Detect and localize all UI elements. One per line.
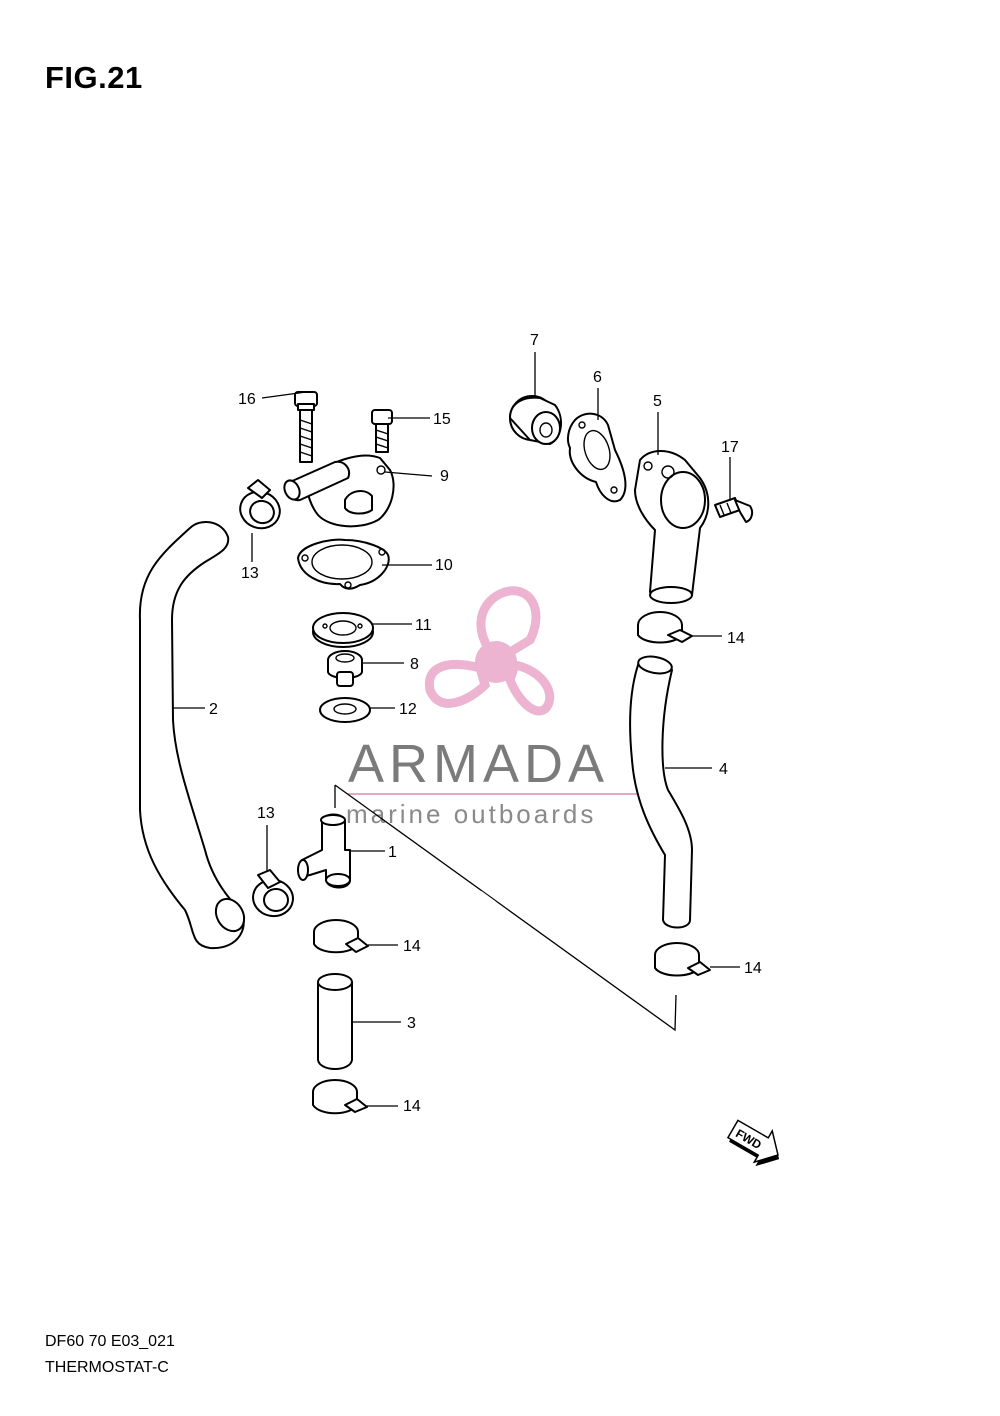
part-12-washer [319, 697, 371, 723]
part-1-t-fitting [297, 813, 351, 889]
callout-13-upper: 13 [241, 565, 259, 582]
callout-14-middle: 14 [403, 938, 421, 955]
callout-7: 7 [530, 332, 539, 349]
leader-lines [172, 352, 740, 1107]
callout-5: 5 [653, 393, 662, 410]
callout-14-right-lower: 14 [744, 960, 762, 977]
part-4-hose [629, 655, 693, 929]
callout-14-right-upper: 14 [727, 630, 745, 647]
figure-title: FIG.21 [45, 60, 143, 95]
callout-1: 1 [388, 844, 397, 861]
part-10-gasket [297, 538, 390, 590]
callout-3: 3 [407, 1015, 416, 1032]
part-14-clamp-right-upper [637, 611, 693, 644]
diagram-name: THERMOSTAT-C [45, 1359, 169, 1376]
part-11-seal-ring [312, 612, 374, 648]
diagram-code: DF60 70 E03_021 [45, 1333, 175, 1350]
callout-9: 9 [440, 468, 449, 485]
part-17-bolt [714, 497, 754, 523]
routing-guide-line [334, 784, 677, 1032]
callout-8: 8 [410, 656, 419, 673]
part-8-thermostat [327, 650, 363, 687]
watermark-tagline: marine outboards [346, 799, 596, 829]
part-14-clamp-bottom [312, 1079, 368, 1115]
part-15-bolt [371, 409, 393, 453]
callout-12: 12 [399, 701, 417, 718]
part-6-gasket [566, 412, 627, 503]
part-2-hose-long [138, 520, 246, 950]
part-14-clamp-middle [313, 919, 369, 954]
callout-15: 15 [433, 411, 451, 428]
callout-17: 17 [721, 439, 739, 456]
callout-2: 2 [209, 701, 218, 718]
part-13-clamp-lower [252, 869, 294, 918]
callout-11: 11 [415, 617, 432, 634]
callout-4: 4 [719, 761, 728, 778]
part-3-hose-short [317, 973, 353, 1070]
part-16-bolt [294, 391, 318, 463]
part-5-housing-elbow [634, 450, 710, 604]
callout-14-bottom: 14 [403, 1098, 421, 1115]
watermark-brand: ARMADA [348, 734, 609, 794]
part-13-clamp-upper [239, 479, 281, 530]
callout-10: 10 [435, 557, 453, 574]
callout-13-lower: 13 [257, 805, 275, 822]
fwd-arrow-icon: FWD [726, 1119, 780, 1167]
part-14-clamp-right-lower [654, 942, 711, 977]
callout-16: 16 [238, 391, 256, 408]
callout-6: 6 [593, 369, 602, 386]
guide-line-gap [478, 890, 497, 907]
part-9-thermostat-cover [283, 454, 395, 528]
watermark-propeller-logo [424, 586, 555, 716]
part-7-valve [509, 395, 562, 445]
